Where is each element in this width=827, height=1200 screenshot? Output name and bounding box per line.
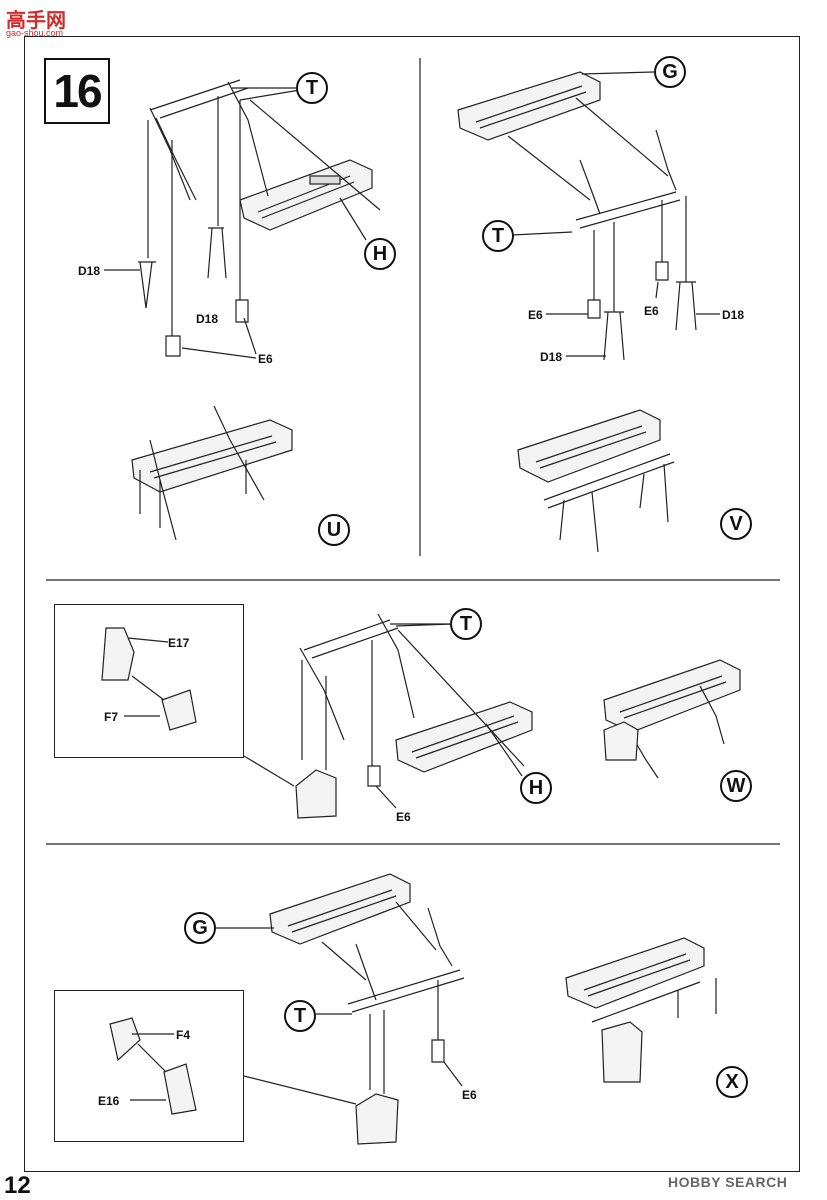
callout-g-panel-4: G xyxy=(184,912,216,944)
callout-t-panel-1: T xyxy=(296,72,328,104)
part-label-d18: D18 xyxy=(540,350,563,364)
part-label-d18: D18 xyxy=(196,312,219,326)
page-number: 12 xyxy=(4,1172,31,1199)
brand-watermark: HOBBY SEARCH xyxy=(668,1174,788,1190)
callout-g-panel-2: G xyxy=(654,56,686,88)
hull-assembly-diagram-2 xyxy=(457,71,720,361)
callout-t-panel-3: T xyxy=(450,608,482,640)
inset-box-f4-e16 xyxy=(54,990,244,1142)
inset-box-e17-f7 xyxy=(54,604,244,758)
assembled-view-x xyxy=(565,937,717,1083)
callout-v: V xyxy=(720,508,752,540)
part-label-e6: E6 xyxy=(462,1088,477,1102)
part-label-e17: E17 xyxy=(168,636,190,650)
hull-assembly-diagram-1 xyxy=(104,79,381,359)
part-label-d18: D18 xyxy=(722,308,745,322)
hull-assembly-diagram-4 xyxy=(216,873,465,1145)
assembled-view-w xyxy=(603,659,741,779)
part-label-e6: E6 xyxy=(528,308,543,322)
callout-h-panel-3: H xyxy=(520,772,552,804)
callout-t-panel-4: T xyxy=(284,1000,316,1032)
site-logo: 高手网 xyxy=(6,10,66,32)
page-frame xyxy=(24,36,800,1172)
stand-inset-f4-e16 xyxy=(109,1017,357,1115)
stand-inset-e17-f7 xyxy=(101,627,295,787)
step-number: 16 xyxy=(44,58,110,124)
callout-h-panel-1: H xyxy=(364,238,396,270)
part-label-e6: E6 xyxy=(258,352,273,366)
part-label-d18: D18 xyxy=(78,264,101,278)
callout-t-panel-2: T xyxy=(482,220,514,252)
hull-assembly-diagram-3 xyxy=(295,613,533,819)
part-label-f4: F4 xyxy=(176,1028,191,1042)
assembled-view-u xyxy=(131,405,293,541)
callout-x: X xyxy=(716,1066,748,1098)
callout-u: U xyxy=(318,514,350,546)
part-label-e16: E16 xyxy=(98,1094,120,1108)
callout-w: W xyxy=(720,770,752,802)
part-label-e6: E6 xyxy=(396,810,411,824)
site-url: gao-shou.com xyxy=(6,28,64,38)
part-label-f7: F7 xyxy=(104,710,119,724)
assembled-view-v xyxy=(517,409,675,553)
part-label-e6: E6 xyxy=(644,304,659,318)
